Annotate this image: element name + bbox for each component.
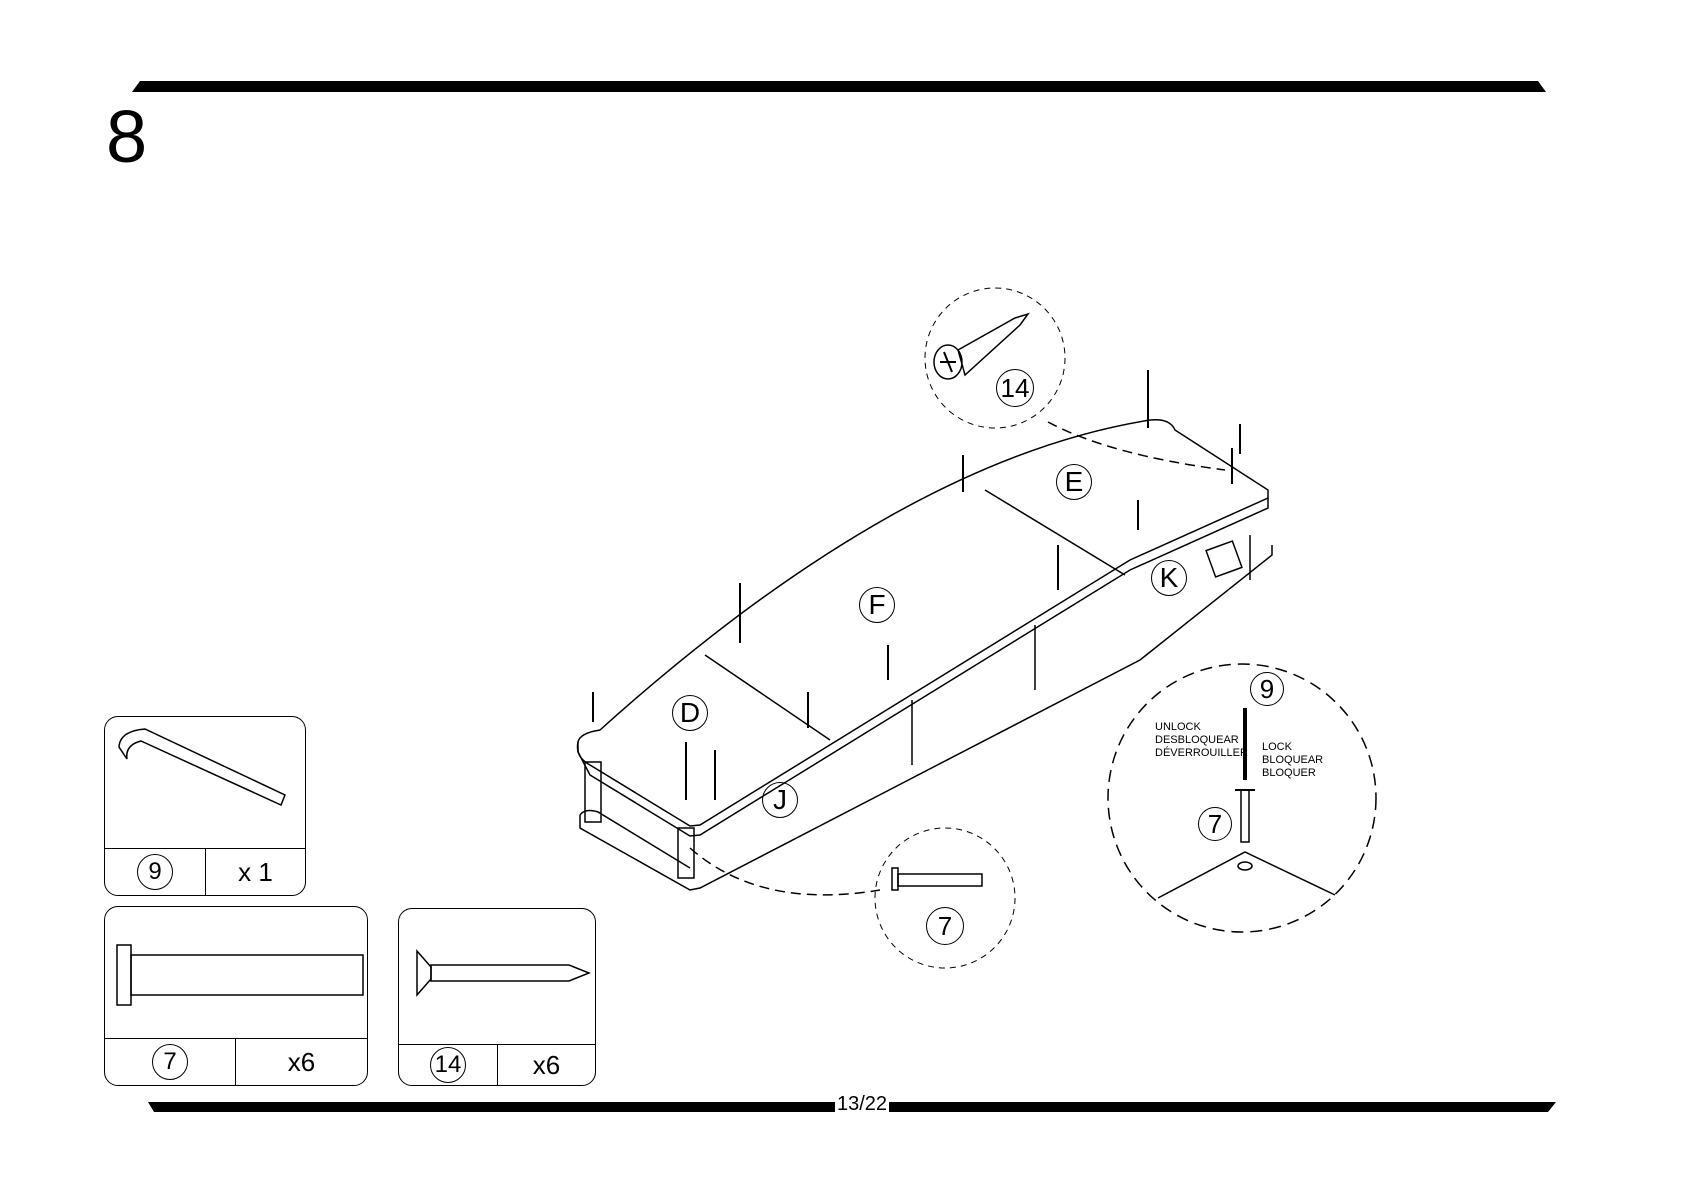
lock-en: LOCK <box>1262 741 1323 754</box>
divider-e-f <box>985 490 1125 575</box>
panel-label-f: F <box>859 587 895 623</box>
part-number-9: 9 <box>137 854 173 890</box>
lock-es: BLOQUEAR <box>1262 754 1323 767</box>
screw-marks <box>593 370 1240 800</box>
bolt-7-detail <box>892 868 982 890</box>
panel-label-e: E <box>1056 464 1092 500</box>
wood-screw-icon <box>399 909 595 1039</box>
lock-detail-corner <box>1158 852 1335 898</box>
unlock-fr: DÉVERROUILLER <box>1155 747 1248 760</box>
part-number-14: 14 <box>430 1047 466 1083</box>
part-box-wood-screw: 14 x6 <box>398 908 596 1086</box>
part-qty-7: x6 <box>236 1039 367 1085</box>
bolt-icon <box>105 907 367 1037</box>
callout-bolt-number: 7 <box>926 907 964 945</box>
top-panel-outline <box>578 420 1269 826</box>
lock-detail-tool-number: 9 <box>1250 672 1284 706</box>
unlock-en: UNLOCK <box>1155 721 1248 734</box>
lock-labels: LOCK BLOQUEAR BLOQUER <box>1262 741 1323 780</box>
part-qty-9: x 1 <box>206 849 305 895</box>
panel-label-j: J <box>762 782 798 818</box>
part-box-allen-key: 9 x 1 <box>104 716 306 896</box>
unlock-es: DESBLOQUEAR <box>1155 734 1248 747</box>
lock-detail-circle <box>1108 664 1376 932</box>
part-number-7: 7 <box>152 1044 188 1080</box>
unlock-labels: UNLOCK DESBLOQUEAR DÉVERROUILLER <box>1155 721 1248 760</box>
vent-panel <box>1206 541 1242 577</box>
callout-screw-number: 14 <box>996 369 1034 407</box>
part-box-bolt: 7 x6 <box>104 906 368 1086</box>
part-qty-14: x6 <box>498 1045 595 1085</box>
bolt-leader <box>690 848 880 895</box>
panel-label-k: K <box>1151 560 1187 596</box>
panel-label-d: D <box>672 695 708 731</box>
lock-fr: BLOQUER <box>1262 767 1323 780</box>
divider-d-f <box>705 655 830 740</box>
bolt-detail-circle <box>875 828 1015 968</box>
top-panel-edge <box>578 498 1268 836</box>
allen-key-icon <box>105 717 305 847</box>
lock-detail-bolt-number: 7 <box>1198 807 1232 841</box>
